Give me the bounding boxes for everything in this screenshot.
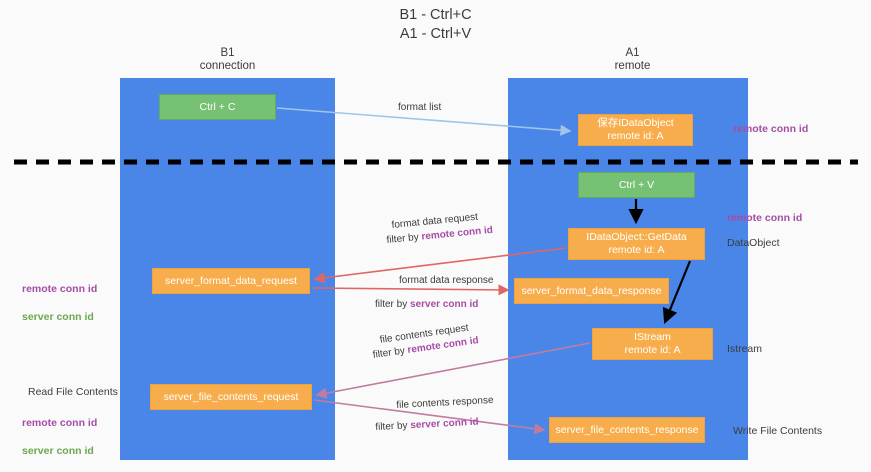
box-server-file-contents-request[interactable]: server_file_contents_request [150,384,312,410]
label-remote-conn-id-mid: remote conn id [727,212,803,224]
arrow-label-file-contents-response: file contents response [396,394,494,411]
filter-by-text-4: filter by [375,420,411,433]
column-header-b1: B1 connection [199,47,256,72]
label-remote-conn-id-top: remote conn id [733,123,809,135]
server-conn-id-text-2: server conn id [410,416,479,432]
label-dataobject: DataObject [727,237,780,249]
page-title: B1 - Ctrl+C A1 - Ctrl+V [399,7,472,42]
box-server-format-data-response[interactable]: server_format_data_response [514,278,669,304]
box-idataobject[interactable]: 保存IDataObject remote id: A [578,114,693,146]
box-ctrl-c[interactable]: Ctrl + C [159,94,276,120]
box-idataobject-getdata[interactable]: IDataObject::GetData remote id: A [568,228,705,260]
box-server-file-contents-response[interactable]: server_file_contents_response [549,417,705,443]
filter-by-text-3: filter by [372,345,409,361]
label-read-file-contents: Read File Contents [28,386,118,398]
label-left-conn-ids-bottom: remote conn id server conn id [22,402,97,472]
label-left-server-conn-id: server conn id [22,311,94,323]
arrow-label-file-contents-response-filter: filter by server conn id [375,416,479,435]
label-left-conn-ids-top: remote conn id server conn id [22,268,97,338]
arrow-label-format-data-response: format data response [399,275,494,286]
filter-by-text-2: filter by [375,299,411,310]
box-server-format-data-request[interactable]: server_format_data_request [152,268,310,294]
label-write-file-contents: Write File Contents [733,425,823,437]
filter-by-text: filter by [386,231,423,246]
arrow-label-format-data-response-filter: filter by server conn id [375,298,478,312]
label-istream: Istream [727,343,763,355]
server-conn-id-text: server conn id [410,299,479,310]
label-left-remote-conn-id-2: remote conn id [22,417,98,429]
label-left-server-conn-id-2: server conn id [22,445,94,457]
column-header-a1: A1 remote [614,47,651,72]
arrow-label-format-list: format list [398,102,442,113]
label-left-remote-conn-id: remote conn id [22,283,98,295]
box-ctrl-v[interactable]: Ctrl + V [578,172,695,198]
box-istream[interactable]: IStream remote id: A [592,328,713,360]
